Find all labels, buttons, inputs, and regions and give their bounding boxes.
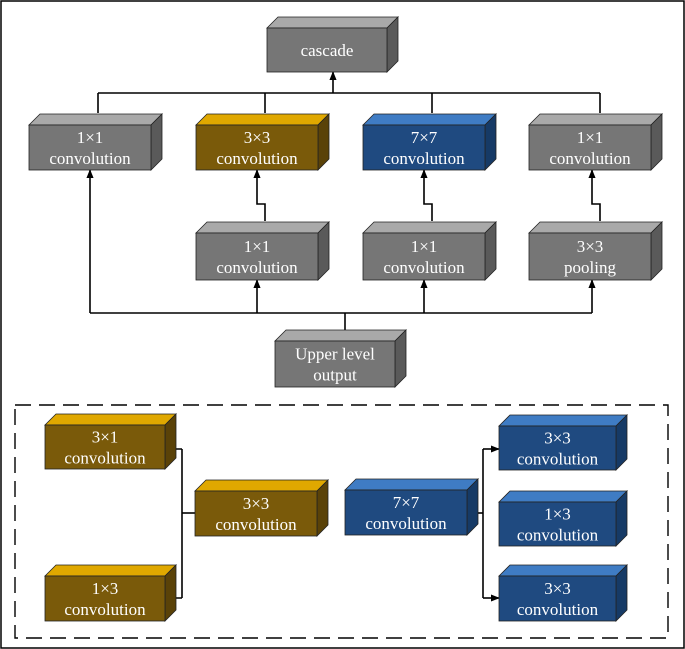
pool4-3x3-box: 3×3 pooling: [528, 221, 663, 281]
legend-blue-3x3-box-bottom: 3×3 convolution: [498, 564, 628, 622]
box-front-face: [195, 232, 319, 281]
box-top-face: [44, 564, 177, 577]
box-top-face: [195, 113, 330, 126]
box-label-line: pooling: [564, 258, 616, 277]
box-label-line: 3×3: [577, 237, 604, 256]
top-connectors: [86, 71, 601, 330]
reduce3-conv-1x1-box: 1×1 convolution: [362, 221, 497, 281]
box-label-line: convolution: [216, 149, 298, 168]
box-front-face: [274, 340, 396, 388]
box-label-line: convolution: [64, 448, 146, 467]
box-label-line: 1×1: [244, 237, 271, 256]
box-label-line: 3×3: [244, 128, 271, 147]
box-label-line: convolution: [216, 258, 298, 277]
box-label-line: cascade: [301, 41, 354, 60]
box-top-face: [195, 221, 330, 234]
box-label-line: output: [313, 365, 357, 384]
legend-gold-3x3-box: 3×3 convolution: [194, 479, 329, 537]
box-top-face: [362, 113, 497, 126]
box-front-face: [528, 232, 652, 281]
box-label-line: 1×3: [544, 504, 571, 523]
upper-level-output-box: Upper level output: [274, 329, 407, 388]
box-front-face: [266, 27, 388, 73]
reduce2-conv-1x1-box: 1×1 convolution: [195, 221, 330, 281]
box-label-line: 3×3: [243, 494, 270, 513]
branch1-conv-1x1-box: 1×1 convolution: [28, 113, 163, 171]
box-front-face: [362, 232, 486, 281]
box-label-line: convolution: [365, 514, 447, 533]
box-top-face: [194, 479, 329, 492]
branch2-conv-3x3-box: 3×3 convolution: [195, 113, 330, 171]
box-label-line: 1×1: [77, 128, 104, 147]
box-front-face: [498, 575, 617, 622]
box-top-face: [528, 113, 663, 126]
box-label-line: convolution: [517, 449, 599, 468]
box-label-line: convolution: [215, 515, 297, 534]
box-front-face: [498, 425, 617, 471]
legend-gold-1x3-box: 1×3 convolution: [44, 564, 177, 622]
box-label-line: convolution: [549, 149, 631, 168]
box-front-face: [44, 575, 166, 622]
box-front-face: [528, 124, 652, 171]
box-front-face: [362, 124, 486, 171]
box-label-line: convolution: [49, 149, 131, 168]
box-label-line: 3×3: [544, 579, 571, 598]
box-top-face: [28, 113, 163, 126]
box-top-face: [266, 16, 399, 29]
box-top-face: [528, 221, 663, 234]
legend-blue-1x3-box: 1×3 convolution: [498, 490, 628, 547]
box-label-line: 7×7: [393, 493, 420, 512]
box-top-face: [362, 221, 497, 234]
legend-blue-7x7-box: 7×7 convolution: [344, 478, 479, 536]
box-label-line: 3×3: [544, 428, 571, 447]
box-top-face: [498, 414, 628, 427]
legend-dashed-border: [14, 404, 669, 639]
box-top-face: [498, 490, 628, 503]
box-label-line: 1×1: [411, 237, 438, 256]
box-front-face: [44, 424, 166, 470]
box-top-face: [274, 329, 407, 342]
legend-gold-3x1-box: 3×1 convolution: [44, 413, 177, 470]
box-front-face: [194, 490, 318, 537]
box-label-line: 7×7: [411, 128, 438, 147]
box-label-line: 1×1: [577, 128, 604, 147]
cascade-box: cascade: [266, 16, 399, 73]
legend-blue-3x3-box-top: 3×3 convolution: [498, 414, 628, 471]
box-label-line: Upper level: [295, 344, 375, 363]
box-label-line: 1×3: [92, 579, 119, 598]
box-top-face: [344, 478, 479, 491]
box-front-face: [344, 489, 468, 536]
box-front-face: [498, 501, 617, 547]
box-label-line: 3×1: [92, 427, 119, 446]
box-top-face: [44, 413, 177, 426]
box-label-line: convolution: [517, 525, 599, 544]
branch3-conv-7x7-box: 7×7 convolution: [362, 113, 497, 171]
box-front-face: [195, 124, 319, 171]
box-label-line: convolution: [383, 258, 465, 277]
box-label-line: convolution: [517, 600, 599, 619]
box-front-face: [28, 124, 152, 171]
box-label-line: convolution: [383, 149, 465, 168]
box-label-line: convolution: [64, 600, 146, 619]
branch4-conv-1x1-box: 1×1 convolution: [528, 113, 663, 171]
box-top-face: [498, 564, 628, 577]
